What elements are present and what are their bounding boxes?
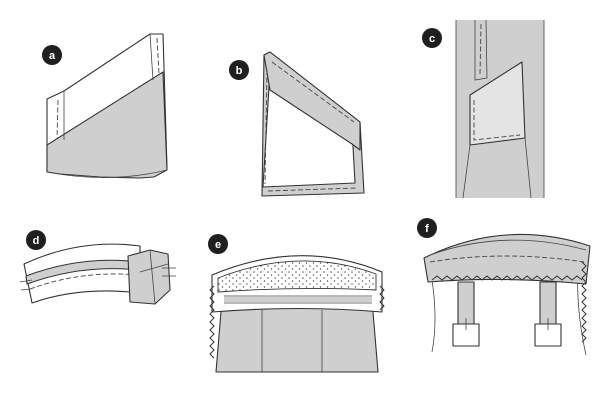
panel-d-folded-fabric <box>127 249 171 305</box>
panel-f-waistband-top <box>429 239 587 256</box>
panel-c-badge <box>422 28 442 48</box>
panel-a: a <box>42 33 168 179</box>
panel-a-badge <box>42 45 62 65</box>
panel-f-label: f <box>425 223 429 235</box>
panel-b-top-band <box>263 51 361 151</box>
panel-e-band-fill <box>224 297 372 302</box>
panel-f: f <box>417 218 591 356</box>
panel-c-lower-right-seam <box>524 137 532 199</box>
panel-d-label: d <box>33 235 40 247</box>
panel-e-right-zigzag <box>379 285 385 311</box>
panel-f-right-zigzag <box>581 261 587 343</box>
panel-c-pocket-stitch <box>473 100 521 141</box>
panel-f-right-strap <box>539 281 557 325</box>
panel-b-left-stitch <box>264 69 268 185</box>
panel-a-top-stitch <box>156 37 160 75</box>
panel-e-dotted-interfacing <box>217 260 377 293</box>
panel-d-fold-line <box>149 249 156 305</box>
panel-a-hem-curve <box>46 169 168 178</box>
panel-a-top-fold <box>149 33 154 81</box>
panel-a-label: a <box>49 50 56 62</box>
panel-c-lower-left-seam <box>462 144 471 199</box>
panel-b-top-stitch <box>271 61 355 123</box>
panel-e-left-zigzag <box>209 285 215 359</box>
panel-f-left-strap <box>457 281 475 325</box>
panel-f-bottom-zigzag <box>431 275 583 281</box>
panel-d-waistband-stitch <box>29 273 139 290</box>
panel-b-badge <box>229 60 249 80</box>
panel-c-label: c <box>429 33 435 45</box>
panel-f-badge <box>417 218 437 238</box>
panel-e-skirt-body <box>215 299 379 373</box>
panel-a-left-stitch <box>56 99 59 139</box>
panel-d-right-pin <box>162 267 176 277</box>
panel-c: c <box>422 19 545 199</box>
panel-d-fold-line-2 <box>139 263 169 273</box>
panel-d-left-pin <box>19 279 33 291</box>
panel-b: b <box>229 51 365 197</box>
panel-d-badge <box>26 230 46 250</box>
panel-d: d <box>19 230 176 305</box>
panel-f-waistband <box>423 233 591 285</box>
panel-e-badge <box>208 234 228 254</box>
panel-e-label: e <box>215 239 221 251</box>
panel-f-waistband-stitch <box>429 255 585 263</box>
panel-c-strip-stitch <box>479 23 482 75</box>
panel-e: e <box>208 234 385 373</box>
panel-c-strip <box>474 19 488 81</box>
panel-b-label: b <box>236 65 243 77</box>
